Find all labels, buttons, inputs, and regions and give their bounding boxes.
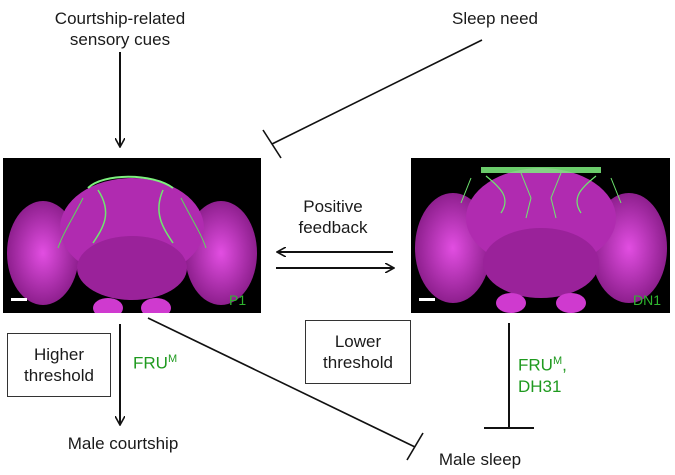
dn1-label: DN1 [633, 292, 662, 308]
cues-line-1: Courtship-related [54, 9, 186, 28]
fru-right-line: FRUM, [518, 355, 567, 375]
fru-right-text: FRU [518, 355, 553, 375]
p1-brain-illustration [7, 175, 257, 313]
scale-bar-left [11, 298, 27, 301]
cues-line-2: sensory cues [69, 30, 171, 49]
inhibit-sleepneed-to-p1 [271, 39, 483, 145]
male-courtship-label: Male courtship [67, 434, 179, 453]
lower-line-2: threshold [323, 353, 393, 372]
male-sleep-label: Male sleep [438, 450, 522, 469]
inhibit-bar-sleepneed [262, 129, 282, 159]
positive-line-1: Positive [303, 197, 363, 216]
positive-line-2: feedback [298, 218, 368, 237]
inhibit-p1-to-sleep [147, 317, 416, 448]
brain-image-p1: P1 [3, 158, 261, 313]
positive-feedback-label: Positive feedback [278, 196, 388, 238]
lower-threshold-box: Lower threshold [305, 320, 411, 384]
higher-threshold-text: Higher threshold [8, 344, 110, 386]
fru-left-text: FRU [133, 353, 168, 373]
fru-m-left: FRUM [133, 349, 177, 374]
inhibit-bar-p1-sleep [406, 432, 424, 461]
sleep-need-label: Sleep need [451, 9, 539, 28]
dn1-brain-illustration [415, 167, 667, 313]
higher-line-1: Higher [33, 345, 85, 364]
dh31-text: DH31 [518, 376, 562, 396]
higher-line-2: threshold [24, 366, 94, 385]
scale-bar-right [419, 298, 435, 301]
brain-image-dn1: DN1 [411, 158, 670, 313]
fru-right-sup: M [552, 355, 563, 367]
fru-m-dh31-right: FRUM, DH31 [518, 351, 567, 397]
p1-label: P1 [229, 292, 247, 308]
higher-threshold-box: Higher threshold [7, 333, 111, 397]
lower-line-1: Lower [334, 332, 382, 351]
fru-left-sup: M [167, 353, 178, 365]
cues-label: Courtship-related sensory cues [20, 8, 220, 50]
lower-threshold-text: Lower threshold [306, 331, 410, 373]
